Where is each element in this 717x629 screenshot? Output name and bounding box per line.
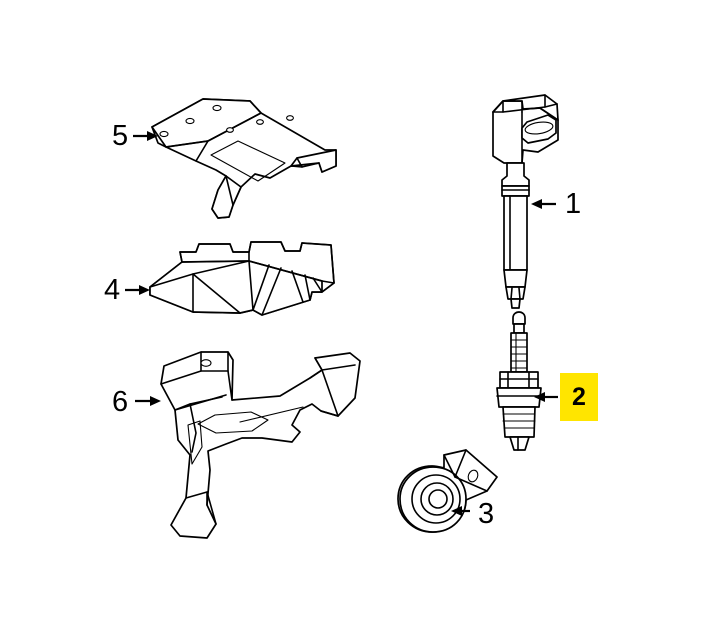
part-engine-control-module xyxy=(149,241,335,316)
callout-number-6: 6 xyxy=(112,386,129,418)
highlight-box-part-2: 2 xyxy=(560,373,598,421)
callout-leaders xyxy=(125,131,558,516)
callout-number-3: 3 xyxy=(478,498,495,530)
callout-number-5: 5 xyxy=(112,120,129,152)
part-camshaft-position-sensor xyxy=(397,449,498,533)
part-upper-mounting-bracket xyxy=(151,98,337,219)
part-ignition-coil xyxy=(492,94,559,309)
part-spark-plug xyxy=(496,311,542,451)
part-lower-mounting-bracket xyxy=(160,351,361,539)
callout-number-1: 1 xyxy=(565,188,582,220)
callout-number-4: 4 xyxy=(104,274,121,306)
callout-number-2-label: 2 xyxy=(572,382,586,411)
